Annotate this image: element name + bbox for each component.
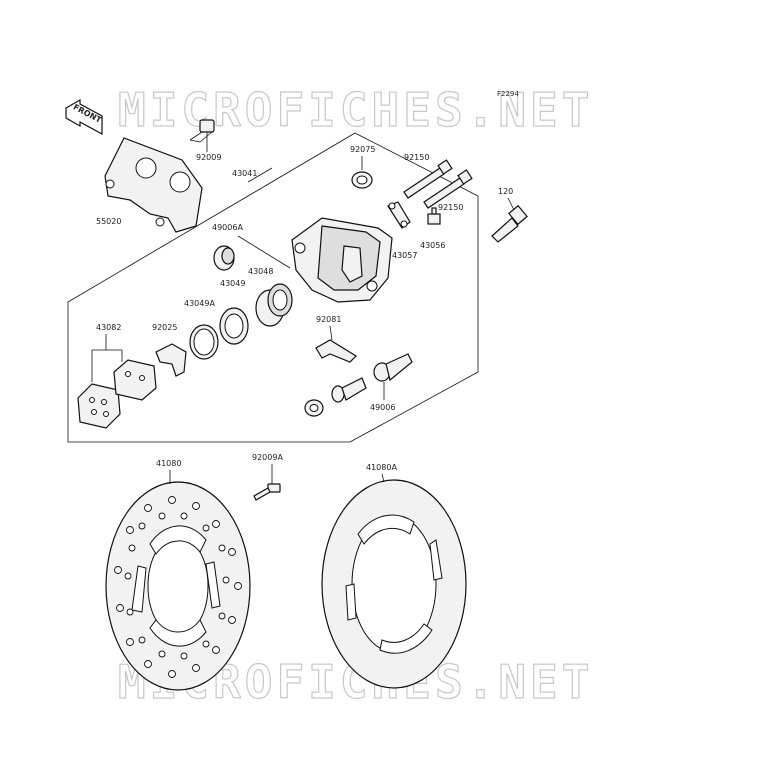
link-43057 bbox=[387, 201, 411, 229]
pin-92150-a bbox=[403, 159, 453, 199]
spring-92025 bbox=[155, 343, 187, 377]
caliper-assembly-outline bbox=[67, 132, 479, 443]
label-43082: 43082 bbox=[96, 323, 121, 332]
bolt-120 bbox=[491, 204, 528, 243]
label-92081: 92081 bbox=[316, 315, 341, 324]
label-92009A: 92009A bbox=[252, 453, 283, 462]
label-55020: 55020 bbox=[96, 217, 121, 226]
label-43056: 43056 bbox=[420, 241, 445, 250]
bracket-55020 bbox=[104, 137, 203, 233]
disc-41080A bbox=[321, 479, 467, 689]
label-92025: 92025 bbox=[152, 323, 177, 332]
label-49006A: 49006A bbox=[212, 223, 243, 232]
pin-92150-b bbox=[423, 169, 473, 209]
watermark-top: MICROFICHES.NET bbox=[118, 83, 593, 137]
front-arrow-icon: FRONT bbox=[65, 98, 103, 136]
seal-43049A bbox=[189, 324, 219, 360]
label-43049A: 43049A bbox=[184, 299, 215, 308]
pin-49006 bbox=[304, 353, 413, 417]
label-92150-a: 92150 bbox=[404, 153, 429, 162]
piston-43048 bbox=[255, 283, 293, 327]
label-92009: 92009 bbox=[196, 153, 221, 162]
diagram-code: F2294 bbox=[497, 90, 519, 98]
bolt-92009A bbox=[253, 483, 281, 501]
boot-92075 bbox=[351, 171, 373, 189]
label-41080A: 41080A bbox=[366, 463, 397, 472]
pads-43082 bbox=[77, 359, 157, 429]
bleeder-43056 bbox=[427, 207, 441, 225]
label-120: 120 bbox=[498, 187, 513, 196]
label-49006: 49006 bbox=[370, 403, 395, 412]
label-43048: 43048 bbox=[248, 267, 273, 276]
boot-49006A bbox=[213, 245, 235, 271]
label-43041: 43041 bbox=[232, 169, 257, 178]
label-41080: 41080 bbox=[156, 459, 181, 468]
label-43057: 43057 bbox=[392, 251, 417, 260]
caliper-body bbox=[291, 217, 393, 303]
label-92150-b: 92150 bbox=[438, 203, 463, 212]
label-43049: 43049 bbox=[220, 279, 245, 288]
disc-41080 bbox=[105, 481, 251, 691]
seal-43049 bbox=[219, 307, 249, 345]
clip-92081 bbox=[315, 339, 357, 363]
label-92075: 92075 bbox=[350, 145, 375, 154]
